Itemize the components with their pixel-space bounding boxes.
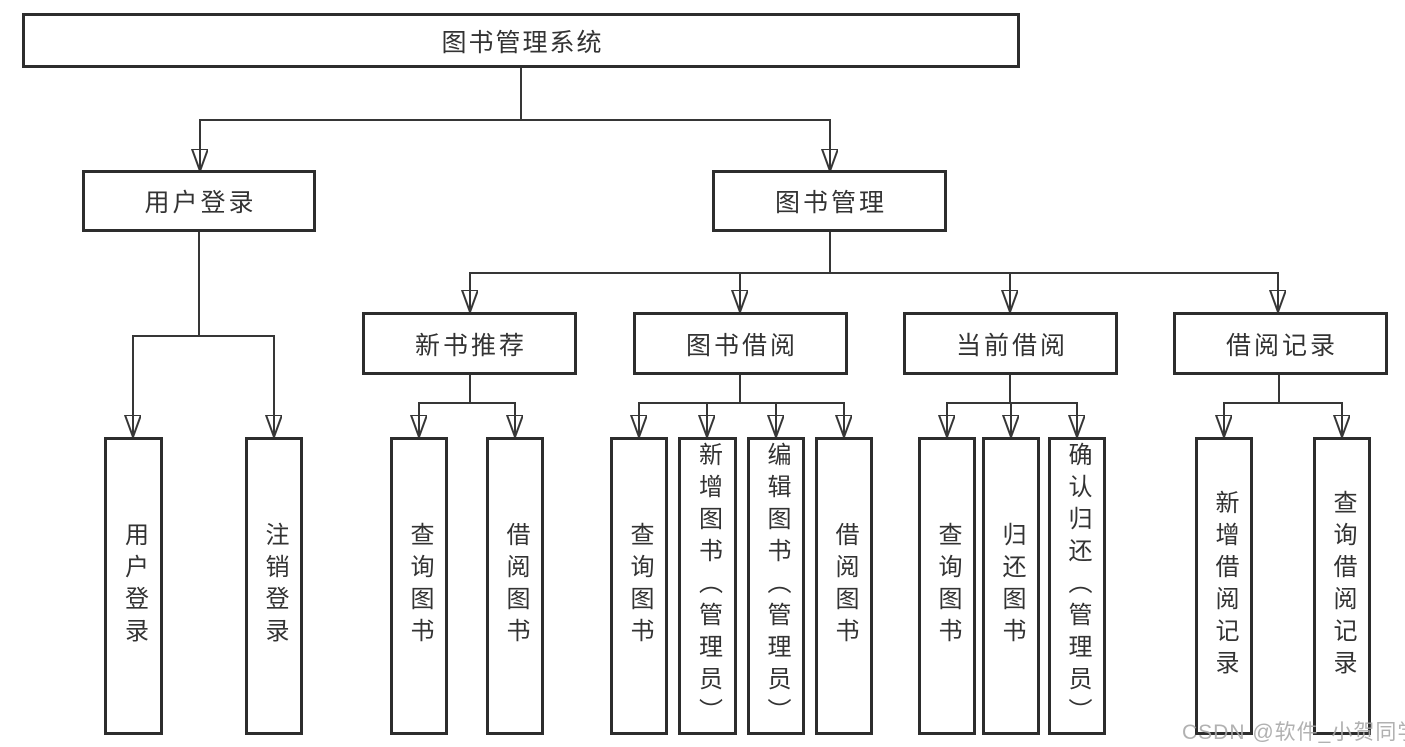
leaf-current-query-books: 查询图书 — [918, 437, 976, 735]
leaf-logout: 注销登录 — [245, 437, 303, 735]
leaf-current-confirm-return-admin: 确认归还（管理员） — [1048, 437, 1106, 735]
leaf-borrow-borrow-books: 借阅图书 — [815, 437, 873, 735]
leaf-current-return-books: 归还图书 — [982, 437, 1040, 735]
leaf-borrow-edit-books-admin: 编辑图书（管理员） — [747, 437, 805, 735]
leaf-borrow-query-books: 查询图书 — [610, 437, 668, 735]
node-book-borrow: 图书借阅 — [633, 312, 848, 375]
leaf-newrec-borrow-books: 借阅图书 — [486, 437, 544, 735]
node-user-login: 用户登录 — [82, 170, 316, 232]
node-current-borrow: 当前借阅 — [903, 312, 1118, 375]
leaf-records-query-record: 查询借阅记录 — [1313, 437, 1371, 735]
node-root: 图书管理系统 — [22, 13, 1020, 68]
leaf-user-login: 用户登录 — [104, 437, 163, 735]
leaf-newrec-query-books: 查询图书 — [390, 437, 448, 735]
leaf-borrow-add-books-admin: 新增图书（管理员） — [678, 437, 737, 735]
node-new-book-recommend: 新书推荐 — [362, 312, 577, 375]
node-book-management: 图书管理 — [712, 170, 947, 232]
csdn-watermark: CSDN @软件_小贺同学 — [1182, 721, 1405, 744]
node-borrow-records: 借阅记录 — [1173, 312, 1388, 375]
leaf-records-add-record: 新增借阅记录 — [1195, 437, 1253, 735]
